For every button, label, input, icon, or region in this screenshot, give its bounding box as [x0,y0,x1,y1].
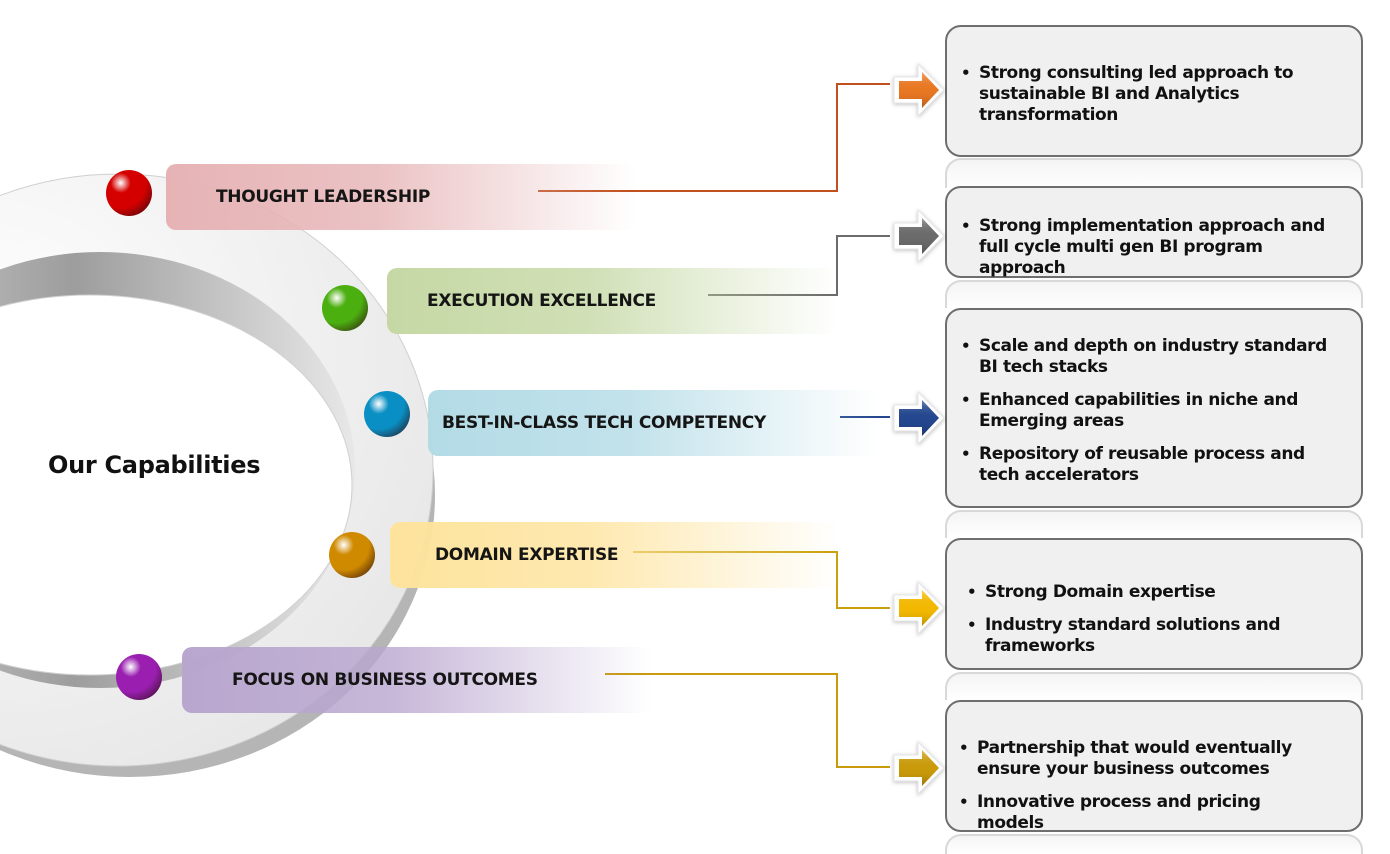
sphere-icon [323,532,381,586]
detail-bullet: Repository of reusable process and tech … [957,444,1331,486]
panel-reflection [945,158,1363,188]
sphere-icon [100,170,158,224]
sphere-icon [110,654,168,708]
arrow-right-icon [893,62,945,118]
detail-list: Partnership that would eventually ensure… [955,738,1331,846]
arrow-right-icon [893,390,945,446]
capability-band-thought-leadership[interactable]: THOUGHT LEADERSHIP [166,164,636,230]
capability-band-domain-expertise[interactable]: DOMAIN EXPERTISE [390,522,840,588]
capability-label: BEST-IN-CLASS TECH COMPETENCY [442,413,766,433]
panel-reflection [945,672,1363,700]
detail-bullet: Strong consulting led approach to sustai… [957,63,1331,126]
panel-reflection [945,834,1363,854]
capability-band-execution-excellence[interactable]: EXECUTION EXCELLENCE [387,268,837,334]
arrow-right-icon [893,208,945,264]
detail-panel-best-in-class-tech-competency: Scale and depth on industry standard BI … [945,308,1363,508]
arrow-right-icon [893,580,945,636]
detail-panel-domain-expertise: Strong Domain expertiseIndustry standard… [945,538,1363,670]
detail-list: Strong implementation approach and full … [957,216,1331,291]
capability-label: EXECUTION EXCELLENCE [427,291,656,311]
ring-inner-hole [0,294,353,676]
detail-list: Scale and depth on industry standard BI … [957,336,1331,498]
detail-list: Strong consulting led approach to sustai… [957,63,1331,138]
sphere-icon [358,391,416,445]
detail-bullet: Industry standard solutions and framewor… [963,615,1331,657]
capability-label: DOMAIN EXPERTISE [435,545,619,565]
capability-label: FOCUS ON BUSINESS OUTCOMES [232,670,538,690]
panel-reflection [945,280,1363,308]
detail-bullet: Partnership that would eventually ensure… [955,738,1331,780]
detail-bullet: Scale and depth on industry standard BI … [957,336,1331,378]
capability-band-focus-on-business-outcomes[interactable]: FOCUS ON BUSINESS OUTCOMES [182,647,652,713]
panel-reflection [945,510,1363,538]
detail-bullet: Strong Domain expertise [963,582,1331,603]
detail-panel-execution-excellence: Strong implementation approach and full … [945,186,1363,278]
sphere-icon [316,285,374,339]
capability-label: THOUGHT LEADERSHIP [216,187,431,207]
detail-bullet: Innovative process and pricing models [955,792,1331,834]
detail-list: Strong Domain expertiseIndustry standard… [963,582,1331,669]
arrow-right-icon [893,740,945,796]
capability-band-best-in-class-tech-competency[interactable]: BEST-IN-CLASS TECH COMPETENCY [428,390,878,456]
diagram-title: Our Capabilities [48,451,261,479]
detail-panel-thought-leadership: Strong consulting led approach to sustai… [945,25,1363,157]
detail-bullet: Enhanced capabilities in niche and Emerg… [957,390,1331,432]
detail-bullet: Strong implementation approach and full … [957,216,1331,279]
detail-panel-focus-on-business-outcomes: Partnership that would eventually ensure… [945,700,1363,833]
